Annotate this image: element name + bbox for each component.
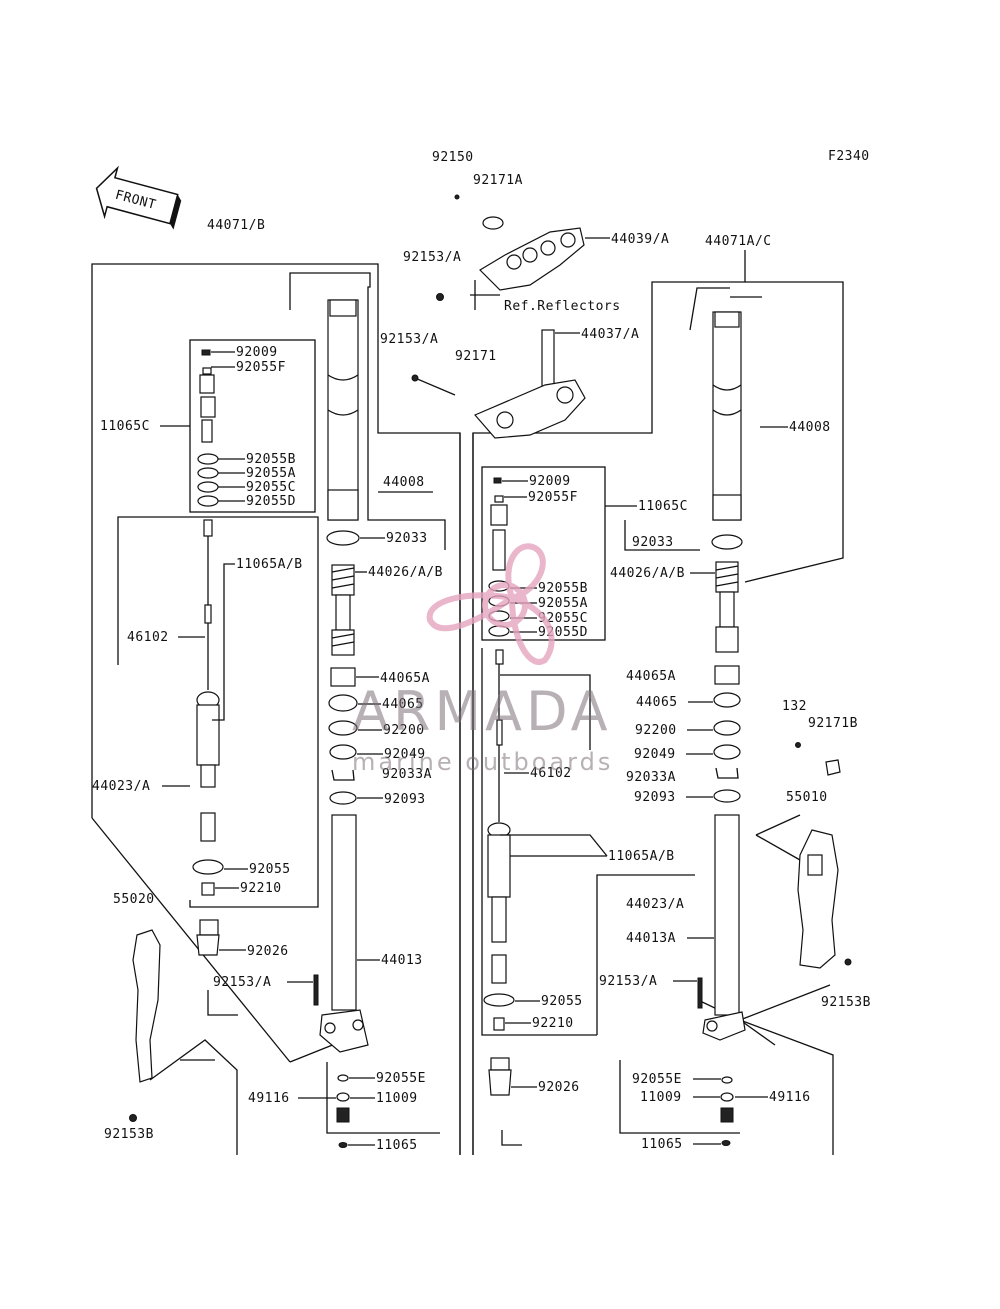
box-11065c-right (481, 466, 606, 641)
watermark-brand: ARMADA (352, 680, 612, 743)
figure-code: F2340 (828, 149, 870, 164)
label-92055e-right: 92055E (632, 1072, 682, 1087)
label-55020: 55020 (113, 892, 155, 907)
label-92171: 92171 (455, 349, 497, 364)
label-92033-right: 92033 (632, 535, 674, 550)
label-92055-left: 92055 (249, 862, 291, 877)
label-92171b: 92171B (808, 716, 858, 731)
label-132: 132 (782, 699, 807, 714)
label-44013a-right: 44013A (626, 931, 676, 946)
damper-rod-right (483, 649, 515, 1096)
damper-rod-left (192, 519, 224, 956)
outer-tube-44013 (331, 814, 357, 1011)
label-46102-left: 46102 (127, 630, 169, 645)
label-92026-left: 92026 (247, 944, 289, 959)
label-92200-left: 92200 (383, 723, 425, 738)
lower-clamp-44037 (411, 329, 586, 439)
label-92171a: 92171A (473, 173, 523, 188)
label-92153b-left: 92153B (104, 1127, 154, 1142)
label-49116-right: 49116 (769, 1090, 811, 1105)
label-44013-left: 44013 (381, 953, 423, 968)
watermark-tagline: marine outboards (352, 748, 613, 776)
label-11009-left: 11009 (376, 1091, 418, 1106)
spring-44026-left (331, 564, 355, 656)
label-44026-right: 44026/A/B (610, 566, 685, 581)
label-92153a-right: 92153/A (599, 974, 657, 989)
label-92055f-right: 92055F (528, 490, 578, 505)
label-92150: 92150 (432, 150, 474, 165)
label-44065-right: 44065 (636, 695, 678, 710)
label-92153a-top: 92153/A (403, 250, 461, 265)
label-92055b-right: 92055B (538, 581, 588, 596)
label-92153a-mid: 92153/A (380, 332, 438, 347)
label-92049-right: 92049 (634, 747, 676, 762)
label-11065ab-left: 11065A/B (236, 557, 303, 572)
label-44065a-right: 44065A (626, 669, 676, 684)
label-ref-reflectors: Ref.Reflectors (504, 299, 621, 314)
label-11065-right: 11065 (641, 1137, 683, 1152)
label-92055a-right: 92055A (538, 596, 588, 611)
label-92026-right: 92026 (538, 1080, 580, 1095)
label-92153b-right: 92153B (821, 995, 871, 1010)
label-44008-left: 44008 (383, 475, 425, 490)
label-92153a-left: 92153/A (213, 975, 271, 990)
propeller-logo-icon (426, 543, 555, 665)
label-92055d-left: 92055D (246, 494, 296, 509)
label-92055-right: 92055 (541, 994, 583, 1009)
label-92009-left: 92009 (236, 345, 278, 360)
part-labels: F2340 92150 92171A 44039/A 44071/B 44071… (92, 149, 871, 1153)
label-92055c-right: 92055C (538, 611, 588, 626)
left-fork-parts (319, 299, 369, 1148)
right-fork-parts (697, 311, 746, 1146)
label-92093-right: 92093 (634, 790, 676, 805)
box-11065ab-left (117, 516, 319, 908)
label-49116-left: 49116 (248, 1091, 290, 1106)
cartridge-11065c-left (197, 349, 219, 507)
label-46102-right: 46102 (530, 766, 572, 781)
label-92210-left: 92210 (240, 881, 282, 896)
label-55010: 55010 (786, 790, 828, 805)
label-44008-right: 44008 (789, 420, 831, 435)
label-92200-right: 92200 (635, 723, 677, 738)
label-92055c-left: 92055C (246, 480, 296, 495)
label-11065-left: 11065 (376, 1138, 418, 1153)
fork-guard-55010 (797, 829, 839, 969)
front-arrow-icon: FRONT (95, 165, 182, 230)
label-44023a-right: 44023/A (626, 897, 684, 912)
fork-guard-55020 (132, 929, 161, 1083)
label-11065c-right: 11065C (638, 499, 688, 514)
label-92055f-left: 92055F (236, 360, 286, 375)
label-11065ab-right: 11065A/B (608, 849, 675, 864)
label-92033a-right: 92033A (626, 770, 676, 785)
armada-watermark: ARMADA marine outboards (352, 543, 613, 776)
label-44065-left: 44065 (382, 697, 424, 712)
label-44071ac: 44071A/C (705, 234, 772, 249)
label-92055e-left: 92055E (376, 1071, 426, 1086)
label-44071b: 44071/B (207, 218, 265, 233)
fork-tube-left (327, 299, 359, 521)
label-44037a: 44037/A (581, 327, 639, 342)
label-92055a-left: 92055A (246, 466, 296, 481)
label-92055b-left: 92055B (246, 452, 296, 467)
fork-tube-right (712, 311, 742, 521)
label-11009-right: 11009 (640, 1090, 682, 1105)
box-11065ab-right (481, 648, 597, 1036)
label-92033a-left: 92033A (382, 767, 432, 782)
label-92009-right: 92009 (529, 474, 571, 489)
label-92049-left: 92049 (384, 747, 426, 762)
label-11065c-left: 11065C (100, 419, 150, 434)
label-92093-left: 92093 (384, 792, 426, 807)
outer-tube-44013a (714, 814, 740, 1016)
label-44039a: 44039/A (611, 232, 669, 247)
oring-92033-left (326, 530, 360, 546)
label-92210-right: 92210 (532, 1016, 574, 1031)
label-44023a-left: 44023/A (92, 779, 150, 794)
label-44065a-left: 44065A (380, 671, 430, 686)
label-44026-left: 44026/A/B (368, 565, 443, 580)
upper-clamp-44039 (436, 194, 585, 310)
label-92033-left: 92033 (386, 531, 428, 546)
label-92055d-right: 92055D (538, 625, 588, 640)
